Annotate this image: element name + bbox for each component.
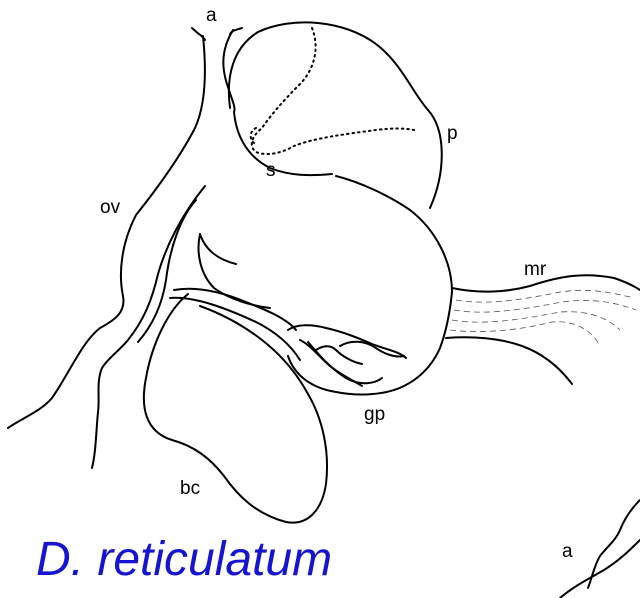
bursa-copulatrix	[144, 294, 327, 523]
spermathecal-duct	[251, 28, 414, 154]
oviduct	[8, 30, 235, 468]
main-body	[170, 210, 452, 394]
label-ov: ov	[100, 197, 121, 218]
prostate	[229, 22, 442, 210]
label-bc: bc	[180, 478, 200, 499]
label-p: p	[447, 123, 458, 144]
label-mr: mr	[524, 259, 547, 280]
label-a-top: a	[206, 5, 217, 26]
label-gp: gp	[364, 404, 385, 425]
label-s: s	[266, 160, 276, 181]
atrium	[192, 28, 242, 40]
species-caption: D. reticulatum	[36, 536, 332, 584]
genital-pore	[288, 325, 406, 386]
male-reproductive-duct	[446, 275, 640, 384]
label-a-bottom: a	[562, 541, 573, 562]
